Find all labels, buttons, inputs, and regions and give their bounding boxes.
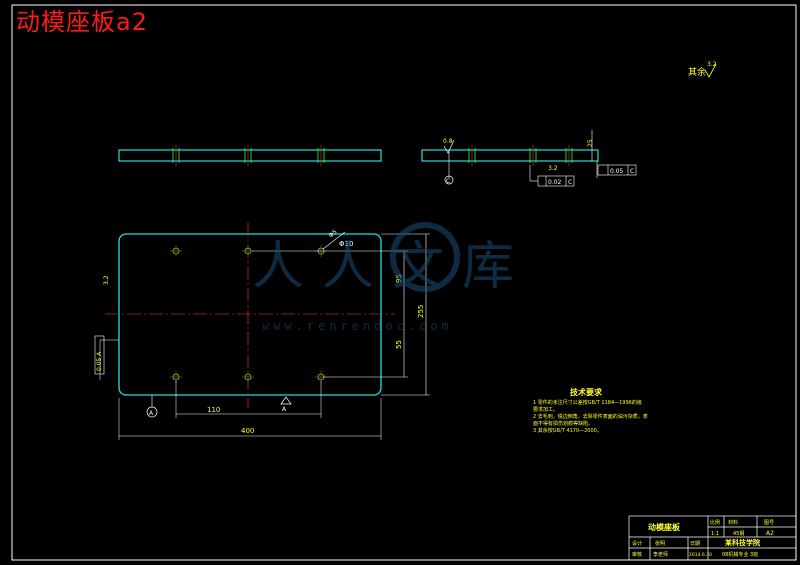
tb-drawing-no-label: 图号 xyxy=(764,520,774,526)
tech-line-4: 面不得有损伤划痕等缺陷。 xyxy=(533,420,593,427)
tb-material: 45钢 xyxy=(733,530,744,537)
plan-view: Φ10 Φ5 255 95 55 110 400 A A 3.2 0.05 A xyxy=(94,222,430,440)
tb-scale-label: 比例 xyxy=(710,519,720,526)
tb-checker: 李老师 xyxy=(653,551,668,558)
end-side-view: 25 0.8 C 3.2 0.02 C 0.05 C xyxy=(421,130,637,187)
tb-school: 某科技学院 xyxy=(724,538,760,547)
side-thickness-dim: 25 xyxy=(587,139,594,147)
hole-d10-label: Φ10 xyxy=(339,240,353,248)
rough-08: 0.8 xyxy=(443,138,453,145)
dim-55: 55 xyxy=(395,340,403,349)
rough-32: 3.2 xyxy=(548,165,558,172)
tech-line-3: 2 去毛刺，锐边倒角，去除零件表面的油污杂质，表 xyxy=(533,413,648,420)
watermark-text: 人人文库 xyxy=(252,237,532,297)
drawing-caption: 动模座板a2 xyxy=(16,8,148,36)
tb-date: 2014.6.30 xyxy=(689,552,712,558)
roughness-note-value: 3.2 xyxy=(707,61,717,68)
tech-line-1: 1 零件的未注尺寸公差按GB/T 1184—1996的级 xyxy=(533,399,642,406)
hole-d5-label: Φ5 xyxy=(327,228,338,239)
perp-ref: C xyxy=(568,179,572,186)
datum-c-left: C xyxy=(446,178,450,185)
roughness-note: 其余 xyxy=(688,66,706,78)
tb-drawing-no: A2 xyxy=(766,530,774,537)
tb-check-label: 审核 xyxy=(632,551,642,558)
flat-ref: C xyxy=(630,168,634,175)
outer-border xyxy=(11,4,797,561)
tb-material-label: 材料 xyxy=(728,519,738,526)
tb-class: 08机械专业 3班 xyxy=(722,551,758,558)
left-tolerance: 0.05 A xyxy=(96,351,103,371)
tb-designer: 张明 xyxy=(655,540,665,547)
tech-requirements: 技术要求 1 零件的未注尺寸公差按GB/T 1184—1996的级 要求加工。 … xyxy=(533,387,648,434)
title-block xyxy=(628,515,797,561)
datum-a-mid: A xyxy=(282,406,287,413)
top-side-view xyxy=(118,145,382,166)
tech-title: 技术要求 xyxy=(570,387,603,397)
left-roughness: 3.2 xyxy=(103,275,110,285)
watermark-url: www.renrendoc.com xyxy=(262,319,453,333)
roughness-note-symbol xyxy=(704,63,717,78)
dim-110: 110 xyxy=(207,406,220,414)
tb-date-label: 日期 xyxy=(690,541,700,547)
tb-part-name: 动模座板 xyxy=(648,522,681,532)
dim-255: 255 xyxy=(417,305,425,318)
tech-line-2: 要求加工。 xyxy=(533,406,558,413)
datum-a-bottom: A xyxy=(149,410,154,417)
flat-tolerance: 0.05 xyxy=(610,168,624,175)
tb-designer-label: 设计 xyxy=(632,540,642,547)
watermark: 人人文库 www.renrendoc.com xyxy=(252,222,532,333)
tech-line-5: 3 其余按GB/T 4170—2000。 xyxy=(533,427,602,434)
tb-scale: 1:1 xyxy=(711,531,719,537)
dim-400: 400 xyxy=(241,427,254,435)
perp-tolerance: 0.02 xyxy=(548,179,562,186)
